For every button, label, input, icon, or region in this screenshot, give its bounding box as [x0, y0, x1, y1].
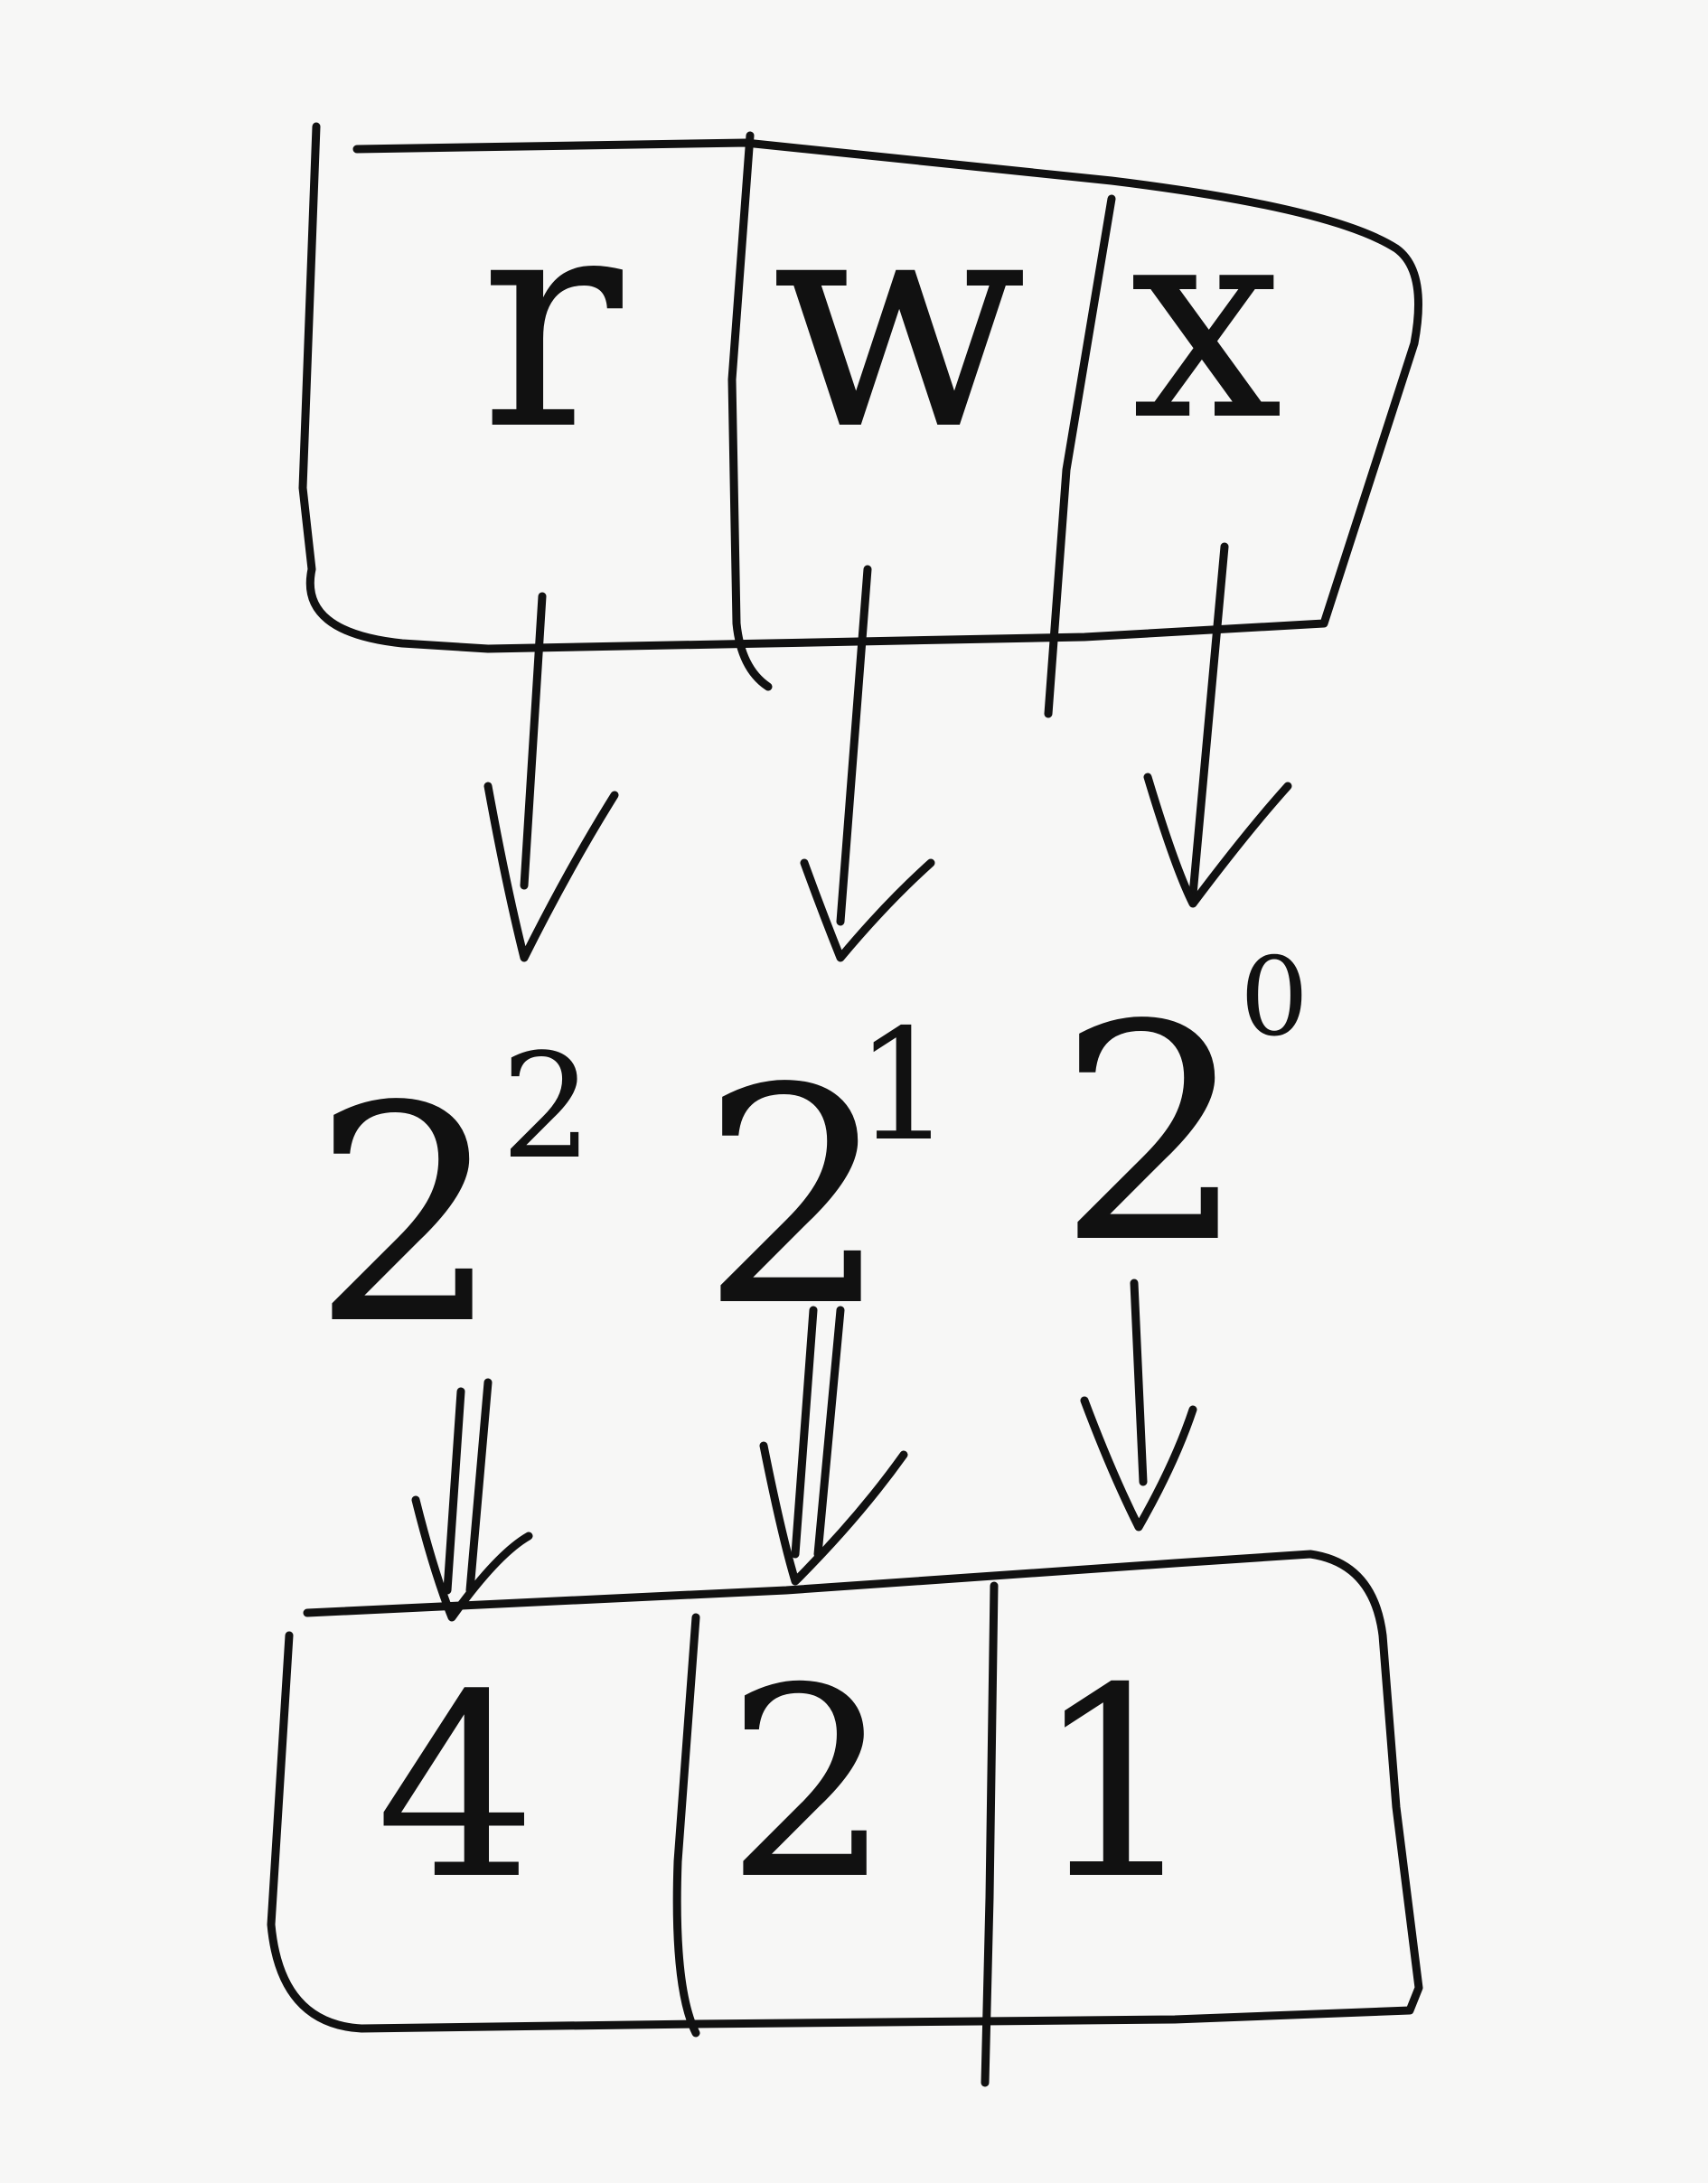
arrow-x-down: [1143, 542, 1292, 908]
cell-value-1: 1: [1033, 1633, 1200, 1937]
cell-letter-x: x: [1130, 164, 1282, 480]
cell-value-4: 4: [376, 1641, 537, 1935]
cell-value-2: 2: [726, 1633, 893, 1937]
arrow-4-down: [411, 1378, 533, 1622]
power-exponent: 2: [501, 1022, 593, 1191]
power-base: 2: [1057, 961, 1247, 1308]
numeric-values-box: 4 2 1: [267, 1550, 1423, 2087]
power-exponent: 0: [1240, 935, 1309, 1061]
bottom-box-divider-2: [981, 1581, 999, 2087]
power-2-squared: 2 2: [312, 1022, 593, 1390]
power-2-to-the-0: 2 0: [1057, 935, 1309, 1308]
arrow-2-down: [759, 1306, 908, 1586]
bottom-box-outline: [267, 1550, 1423, 2033]
power-base: 2: [312, 1043, 502, 1390]
arrow-w-down: [800, 565, 935, 962]
arrow-1-down: [1080, 1279, 1197, 1532]
power-base: 2: [700, 1025, 890, 1372]
cell-letter-r: r: [480, 148, 624, 495]
powers-of-two: 2 2 2 1 2 0: [312, 935, 1309, 1390]
power-2-to-the-1: 2 1: [700, 997, 953, 1372]
lower-arrows: [411, 1279, 1197, 1622]
arrow-r-down: [483, 592, 619, 962]
top-box-divider-1: [727, 131, 773, 691]
top-box-divider-2: [1044, 194, 1116, 718]
cell-letter-w: w: [772, 148, 1027, 495]
top-box-outline: [298, 122, 1422, 653]
power-exponent: 1: [855, 997, 953, 1176]
bottom-box-divider-1: [672, 1613, 700, 2038]
permission-letters-box: r w x: [298, 122, 1422, 718]
upper-arrows: [483, 542, 1292, 962]
